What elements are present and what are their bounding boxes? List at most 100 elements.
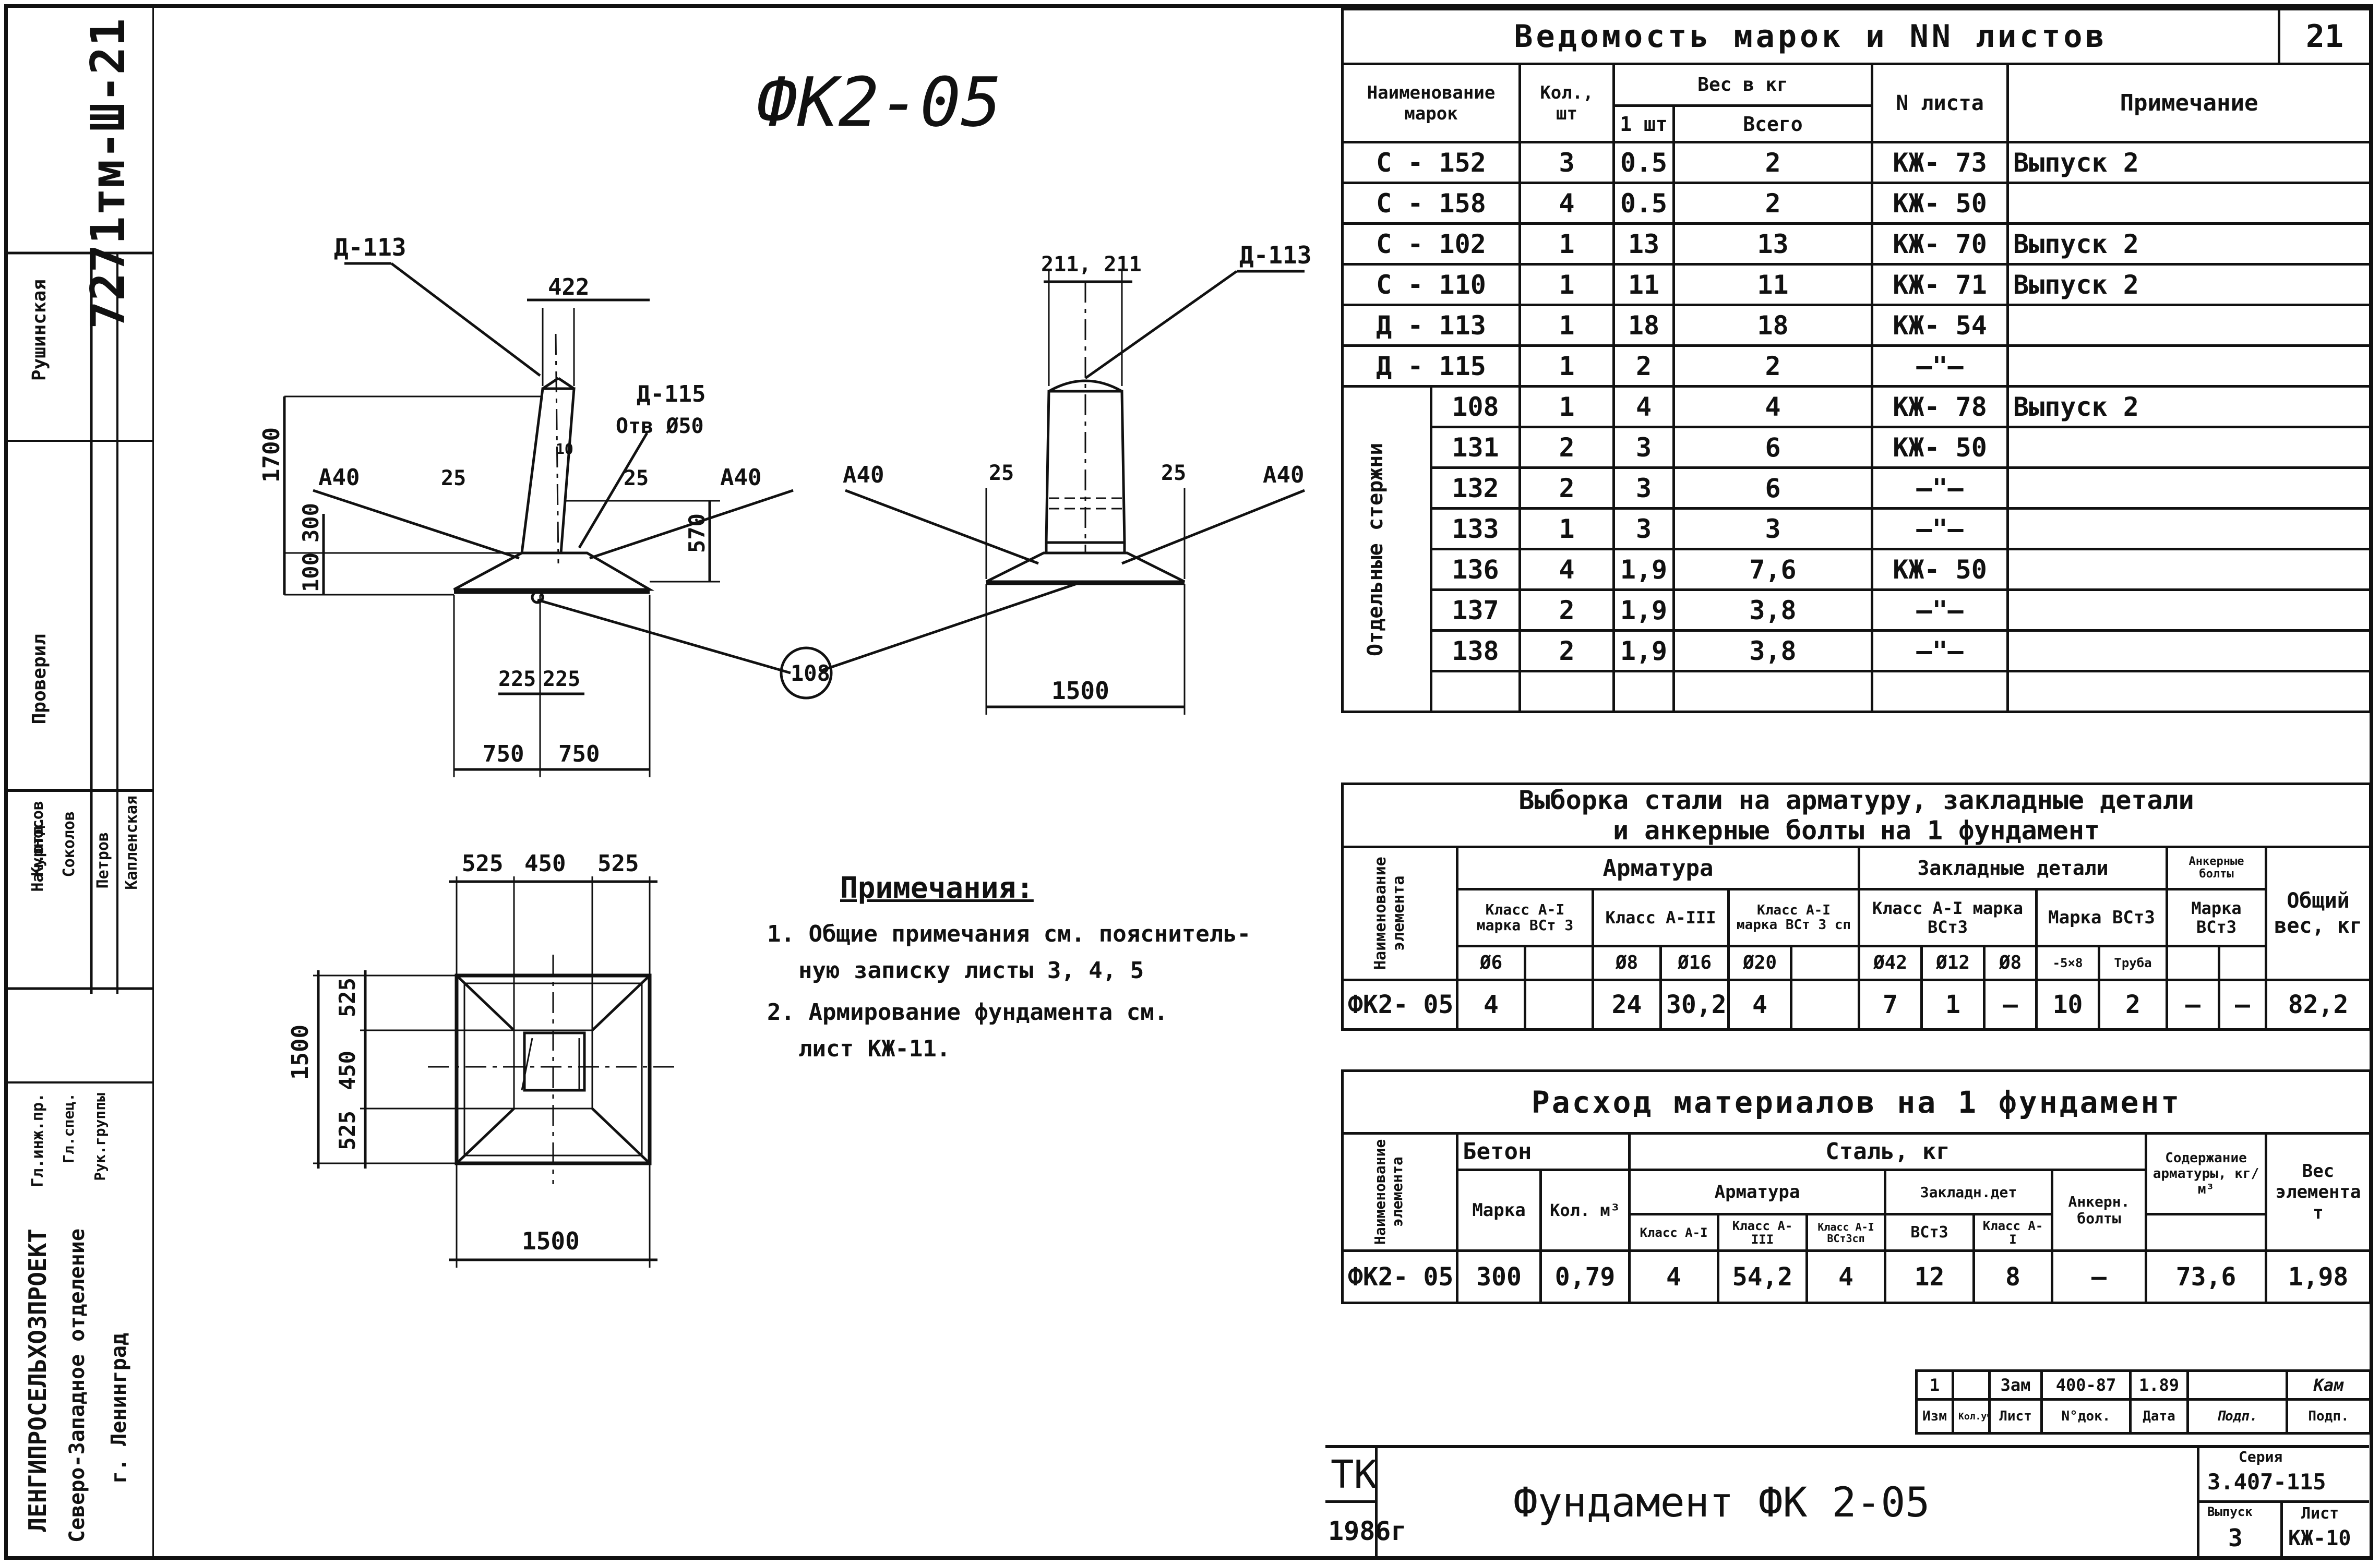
cell-note (2006, 466, 2372, 510)
cell-wall: 18 (1672, 304, 1873, 347)
dim-750-l: 750 (483, 741, 524, 767)
dim-211: 211, 211 (1041, 252, 1142, 276)
issue-value: 3 (2228, 1524, 2243, 1552)
rev-cell: 1.89 (2129, 1369, 2189, 1401)
cell-w1: 13 (1612, 222, 1675, 266)
materials-empty (2145, 1213, 2267, 1252)
rev-label: Подп. (2286, 1398, 2372, 1435)
rev-cell: 1 (1915, 1369, 1954, 1401)
cell-wall: 4 (1672, 385, 1873, 428)
cell-w1: 0.5 (1612, 182, 1675, 225)
cell-sheet: КЖ- 78 (1871, 385, 2009, 428)
dim-225-r: 225 (543, 667, 580, 691)
materials-title: Расход материалов на 1 фундамент (1341, 1069, 2372, 1135)
front-axis (555, 333, 559, 564)
table-row: Изм Кол.уч Лист N°док. Дата Подп. Подп. (1915, 1398, 2372, 1435)
cell-sheet: —"— (1871, 344, 2009, 388)
dim-225-l: 225 (498, 667, 536, 691)
steel-d8: Ø8 (1592, 944, 1662, 982)
cell-w1: 0.5 (1612, 141, 1675, 184)
rev-label: Дата (2129, 1398, 2189, 1435)
plan-dim-525-r: 525 (597, 850, 639, 877)
steel-empty (2166, 944, 2220, 982)
steel-d6: Ø6 (1456, 944, 1526, 982)
plan-column-zone (513, 1029, 593, 1110)
leader-108-side (821, 580, 1083, 672)
cell-qty: 1 (1518, 385, 1615, 428)
table-row: ФК2- 05 300 0,79 4 54,2 4 12 8 — 73,6 1,… (1341, 1249, 2372, 1304)
registry-group-label: Отдельные стержни (1363, 442, 1388, 656)
rev-cell (1952, 1369, 1991, 1401)
registry-h-name: Наименование марок (1341, 63, 1521, 143)
cell-marka: 300 (1456, 1249, 1542, 1304)
cell-name: ФК2- 05 (1341, 1249, 1458, 1304)
cell-wall: 6 (1672, 466, 1873, 510)
rev-label: N°док. (2040, 1398, 2132, 1435)
steel-h-embed: Закладные детали (1858, 845, 2168, 891)
plan-dim-450-v: 450 (334, 1051, 360, 1090)
cell-qty: 1 (1518, 507, 1615, 550)
drawings-svg: Д-113 422 Д-115 Отв Ø50 10 1700 300 100 … (258, 233, 1311, 1268)
note-line: 1. Общие примечания см. пояснитель- (767, 921, 1251, 947)
cell-value: 4 (1727, 979, 1792, 1031)
leader-a40-l (313, 489, 520, 560)
cell-w1: 1,9 (1612, 629, 1675, 672)
dim-750-r: 750 (558, 741, 600, 767)
cell-vst3: 12 (1884, 1249, 1975, 1304)
year-box (1325, 1500, 1378, 1558)
cell-sheet: КЖ- 73 (1871, 141, 2009, 184)
cell-mark: С - 102 (1341, 222, 1521, 266)
notes-title: Примечания: (840, 871, 1034, 905)
steel-d8b: Ø8 (1983, 944, 2038, 982)
cell-wall: 2 (1672, 182, 1873, 225)
label-a40-l: А40 (318, 464, 360, 491)
plan-column (523, 1031, 586, 1092)
cell-weight: 1,98 (2264, 1249, 2372, 1304)
cell-wall: 3,8 (1672, 629, 1873, 672)
note-line: лист КЖ-11. (798, 1036, 951, 1062)
dim-1700: 1700 (258, 427, 285, 483)
label-d115: Д-115 (637, 381, 705, 407)
cell-a1: 4 (1628, 1249, 1719, 1304)
cell-mark: 132 (1430, 466, 1521, 510)
cell-w1: 1,9 (1612, 588, 1675, 632)
title-year: 1986г (1328, 1516, 1407, 1546)
cell-note (2006, 426, 2372, 469)
cell-qty: 1 (1518, 263, 1615, 306)
cell-value: 10 (2035, 979, 2100, 1031)
materials-h-beton: Бетон (1456, 1132, 1631, 1171)
cell-note (2006, 588, 2372, 632)
materials-table-block: Расход материалов на 1 фундамент Наимено… (1341, 1069, 2372, 1304)
cell-a3: 54,2 (1717, 1249, 1808, 1304)
cell-qty: 2 (1518, 588, 1615, 632)
dim-side-1500: 1500 (1051, 677, 1109, 705)
rev-label: Лист (1988, 1398, 2043, 1435)
cell-mark: 131 (1430, 426, 1521, 469)
cell-sheet: —"— (1871, 588, 2009, 632)
cell-note (2006, 507, 2372, 550)
materials-h-vst3: ВСт3 (1884, 1213, 1975, 1252)
label-side-d113: Д-113 (1239, 241, 1311, 269)
cell-wall: 3 (1672, 507, 1873, 550)
cell-wall: 13 (1672, 222, 1873, 266)
dim-25-r: 25 (624, 466, 649, 490)
cell-a1sp: 4 (1805, 1249, 1886, 1304)
steel-empty (1524, 944, 1594, 982)
drawing-title: ФК2-05 (757, 63, 1002, 142)
side-column-top (1048, 379, 1123, 393)
cell-sheet: КЖ- 54 (1871, 304, 2009, 347)
steel-empty (1790, 944, 1860, 982)
bar-108-point (531, 591, 544, 604)
label-side-a40-r: А40 (1263, 462, 1304, 488)
steel-title: Выборка стали на арматуру, закладные дет… (1341, 782, 2372, 848)
drawing-sheet (4, 4, 2373, 1560)
label-a40-r: А40 (720, 464, 761, 491)
cell-note: Выпуск 2 (2006, 222, 2372, 266)
cell-sheet: —"— (1871, 507, 2009, 550)
sheet-label: Лист (2301, 1504, 2339, 1523)
plan-dim-450: 450 (524, 850, 566, 877)
registry-sheet-no: 21 (2278, 8, 2372, 65)
